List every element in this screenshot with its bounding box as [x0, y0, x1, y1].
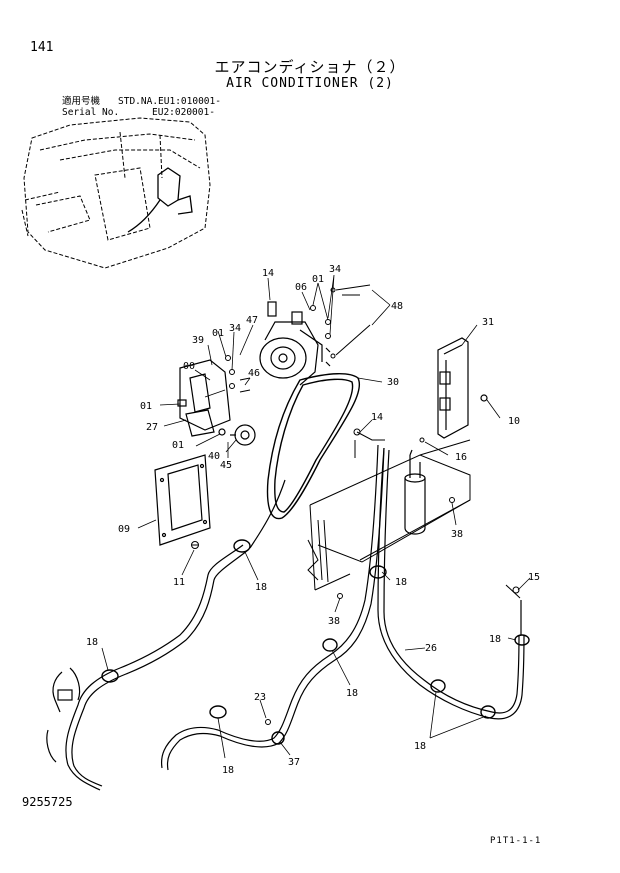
- hose-left: [65, 544, 249, 791]
- serial-label-english: Serial No.: [62, 107, 120, 118]
- callout: 30: [387, 377, 399, 388]
- hose-center: [160, 444, 385, 771]
- callout: 14: [262, 268, 274, 279]
- small-bolts: [225, 305, 331, 393]
- hose-clamps: [101, 539, 530, 745]
- page-code: P1T1-1-1: [490, 836, 542, 846]
- callout: 18: [414, 741, 426, 752]
- callout: 06: [295, 282, 307, 293]
- callout: 48: [391, 301, 403, 312]
- callout: 40: [208, 451, 220, 462]
- callout: 38: [328, 616, 340, 627]
- callout: 01: [212, 328, 224, 339]
- title-japanese: エアコンディショナ（２）: [214, 58, 406, 76]
- callout: 39: [192, 335, 204, 346]
- callout: 45: [220, 460, 232, 471]
- mount-bracket: [177, 359, 231, 437]
- callout: 01: [140, 401, 152, 412]
- callout: 11: [173, 577, 185, 588]
- document-number: 9255725: [22, 795, 73, 809]
- callout: 26: [425, 643, 437, 654]
- callout: 09: [118, 524, 130, 535]
- callout: 27: [146, 422, 158, 433]
- bracket-31: [437, 337, 488, 439]
- callout: 15: [528, 572, 540, 583]
- callout: 31: [482, 317, 494, 328]
- callout: 14: [371, 412, 383, 423]
- callout: 01: [312, 274, 324, 285]
- receiver-drier: [404, 449, 426, 535]
- callout: 23: [254, 692, 266, 703]
- compressor: [259, 301, 331, 386]
- callout: 18: [222, 765, 234, 776]
- callout: 16: [455, 452, 467, 463]
- cab-ac-unit: [127, 167, 193, 233]
- drive-belt: [266, 373, 361, 520]
- callout: 18: [395, 577, 407, 588]
- callout-labels: 14 06 01 34 48 47 39 01 34 00 46 31 01 3…: [86, 264, 540, 776]
- callout: 38: [451, 529, 463, 540]
- long-bolts: [330, 284, 371, 359]
- callout: 46: [248, 368, 260, 379]
- title-english: AIR CONDITIONER (2): [226, 76, 394, 91]
- cover-plate: [154, 454, 211, 546]
- callout: 01: [172, 440, 184, 451]
- callout: 18: [346, 688, 358, 699]
- callout: 10: [508, 416, 520, 427]
- callout: 47: [246, 315, 258, 326]
- callout: 34: [229, 323, 241, 334]
- leader-lines: [101, 274, 531, 759]
- callout: 34: [329, 264, 341, 275]
- tensioner-pulley: [218, 424, 256, 446]
- serial-value-2: EU2:020001-: [152, 107, 215, 118]
- serial-value-1: STD.NA.EU1:010001-: [118, 96, 221, 107]
- harness-end: [46, 667, 81, 763]
- cab-overview: [21, 117, 211, 269]
- fittings: [191, 428, 521, 725]
- callout: 00: [183, 361, 195, 372]
- serial-label-japanese: 適用号機: [62, 96, 101, 107]
- condenser: [307, 439, 471, 591]
- callout: 18: [86, 637, 98, 648]
- page-number: 141: [30, 40, 54, 55]
- callout: 37: [288, 757, 300, 768]
- callout: 18: [255, 582, 267, 593]
- callout: 18: [489, 634, 501, 645]
